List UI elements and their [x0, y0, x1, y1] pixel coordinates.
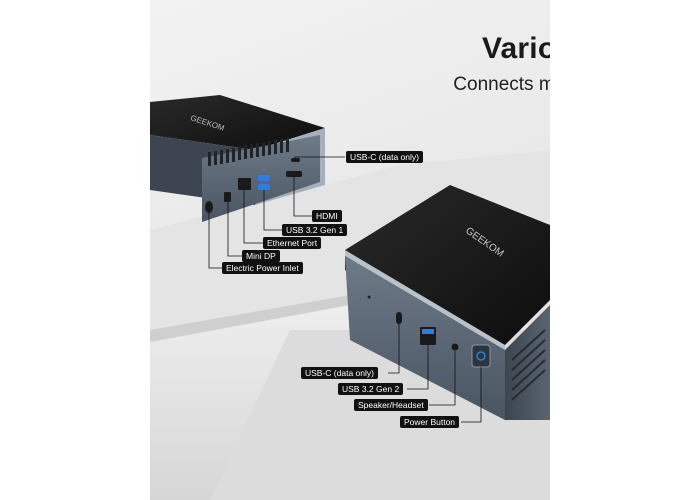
- label-power-button: Power Button: [400, 416, 460, 428]
- ethernet-port: [238, 178, 251, 190]
- hdmi-port: [286, 171, 302, 177]
- headset-jack: [451, 343, 459, 351]
- usb-a-port-2: [258, 184, 270, 190]
- label-usb-gen1: USB 3.2 Gen 1: [282, 224, 348, 236]
- rear-leader-lines: [208, 156, 345, 269]
- mini-pc-rear-view: GEEKOM: [150, 95, 325, 222]
- label-power-inlet: Electric Power Inlet: [222, 262, 303, 274]
- front-usbc-port: [396, 312, 402, 324]
- label-ethernet: Ethernet Port: [263, 237, 322, 249]
- front-pc-top: [345, 185, 550, 345]
- page-title: Various Ports: [481, 32, 550, 65]
- product-scene: GEEKOM GEEKOM: [150, 95, 550, 500]
- label-usb-gen2: USB 3.2 Gen 2: [338, 383, 404, 395]
- label-rear-usbc: USB-C (data only): [346, 151, 423, 163]
- front-usb-a-tongue: [422, 329, 434, 334]
- label-front-usbc: USB-C (data only): [301, 367, 378, 379]
- front-leader-lines: [388, 324, 482, 423]
- status-led: [367, 295, 371, 299]
- front-pc-edge: [345, 250, 505, 350]
- power-icon: [476, 351, 486, 361]
- label-speaker-headset: Speaker/Headset: [354, 399, 428, 411]
- rear-pc-top: [150, 95, 325, 150]
- side-vents: [511, 329, 546, 401]
- rear-usbc-port: [291, 158, 300, 162]
- page-subtitle: Connects multiple devices: [453, 74, 550, 95]
- label-mini-dp: Mini DP: [242, 250, 280, 262]
- front-shelf-edge: [150, 295, 350, 342]
- power-button: [471, 344, 491, 368]
- usb-a-port-1: [258, 175, 270, 181]
- label-hdmi: HDMI: [312, 210, 342, 222]
- power-inlet-port: [205, 201, 213, 213]
- front-pc-side: [505, 305, 550, 420]
- vent-slots: [208, 138, 289, 166]
- product-photo: GEEKOM GEEKOM: [150, 0, 550, 500]
- mini-dp-port: [224, 192, 231, 202]
- mini-pc-front-view: GEEKOM: [345, 185, 550, 420]
